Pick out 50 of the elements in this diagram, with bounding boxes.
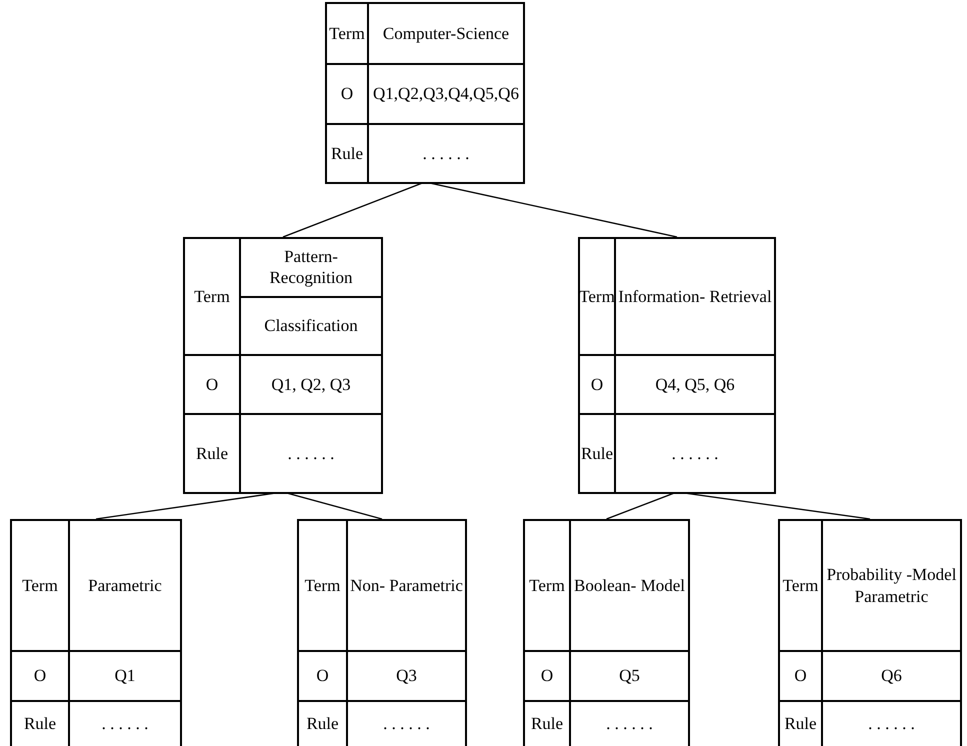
row-label: Term (579, 238, 615, 355)
term-value: Parametric (69, 520, 181, 651)
term-value: Information- Retrieval (615, 238, 775, 355)
rule-value: . . . . . . (368, 124, 524, 183)
row-label: Rule (579, 414, 615, 493)
row-label: O (524, 651, 570, 701)
rule-value: . . . . . . (615, 414, 775, 493)
term-value: Non- Parametric (347, 520, 466, 651)
term-value: Boolean- Model (570, 520, 689, 651)
row-label: Term (184, 238, 240, 355)
rule-value: . . . . . . (347, 701, 466, 746)
term-value: Computer-Science (368, 3, 524, 64)
rule-value: . . . . . . (570, 701, 689, 746)
row-label: Term (326, 3, 368, 64)
term-table (325, 2, 525, 184)
row-label: Rule (524, 701, 570, 746)
term-table (297, 519, 467, 746)
object-list: Q3 (347, 651, 466, 701)
row-label: Rule (779, 701, 822, 746)
row-label: Term (779, 520, 822, 651)
term-table (778, 519, 962, 746)
rule-value: . . . . . . (822, 701, 961, 746)
term-value: Classification (240, 296, 382, 355)
row-label: O (579, 355, 615, 414)
row-label: O (11, 651, 69, 701)
row-label: O (779, 651, 822, 701)
row-label: Rule (184, 414, 240, 493)
rule-value: . . . . . . (69, 701, 181, 746)
row-label: O (298, 651, 347, 701)
object-list: Q6 (822, 651, 961, 701)
term-value: Pattern- Recognition (240, 238, 382, 296)
row-label: Term (11, 520, 69, 651)
row-label: Term (524, 520, 570, 651)
term-value: Probability -Model Parametric (822, 520, 961, 651)
object-list: Q5 (570, 651, 689, 701)
term-table (578, 237, 776, 494)
term-table (183, 237, 383, 494)
rule-value: . . . . . . (240, 414, 382, 493)
row-label: Rule (326, 124, 368, 183)
row-label: O (326, 64, 368, 124)
object-list: Q1,Q2,Q3,Q4,Q5,Q6 (368, 64, 524, 124)
row-label: Rule (11, 701, 69, 746)
term-table (523, 519, 690, 746)
object-list: Q4, Q5, Q6 (615, 355, 775, 414)
object-list: Q1, Q2, Q3 (240, 355, 382, 414)
object-list: Q1 (69, 651, 181, 701)
term-table (10, 519, 182, 746)
row-label: Term (298, 520, 347, 651)
row-label: O (184, 355, 240, 414)
row-label: Rule (298, 701, 347, 746)
